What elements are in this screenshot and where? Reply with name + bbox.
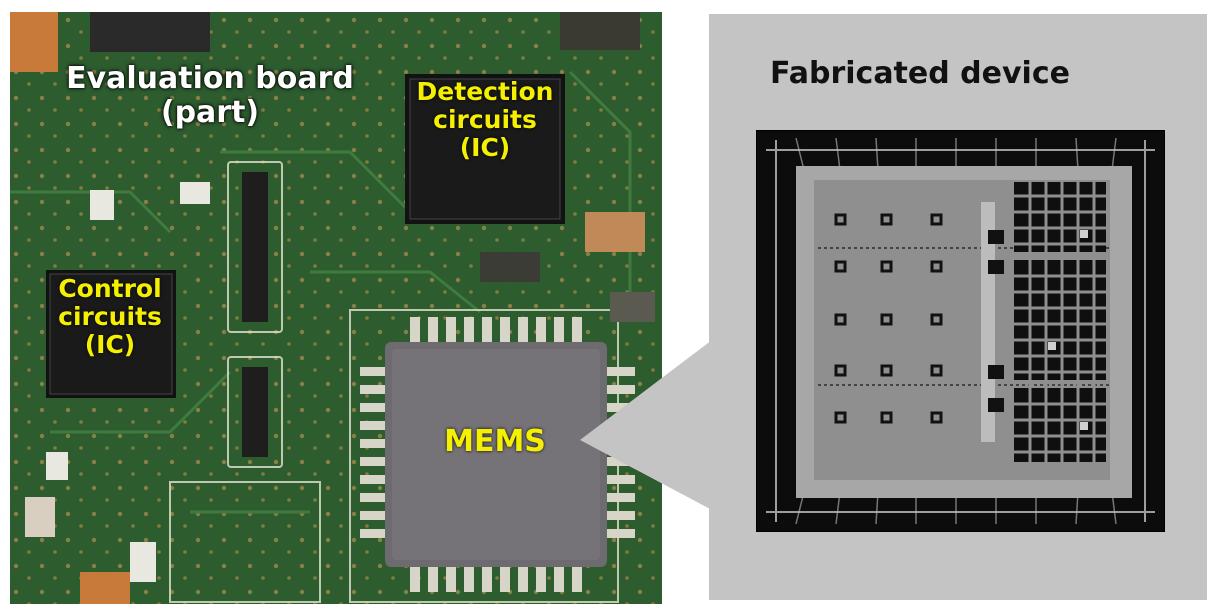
detection-label-line2: circuits (433, 105, 537, 134)
control-ic-label: Control circuits (IC) (40, 275, 180, 359)
fabricated-device-photo (756, 130, 1165, 532)
device-title: Fabricated device (770, 56, 1070, 91)
mems-label: MEMS (410, 425, 580, 459)
pcb-illustration (10, 12, 662, 604)
evaluation-board-photo: Evaluation board (part) Detection circui… (10, 12, 662, 604)
board-label-line1: Evaluation board (66, 61, 354, 96)
detection-label-line3: (IC) (459, 133, 511, 162)
board-label-line2: (part) (160, 94, 260, 130)
control-label-line1: Control (58, 274, 162, 303)
control-label-line3: (IC) (84, 330, 136, 359)
detection-ic-label: Detection circuits (IC) (405, 78, 565, 162)
detection-label-line1: Detection (416, 77, 554, 106)
board-label: Evaluation board (part) (30, 62, 390, 129)
control-label-line2: circuits (58, 302, 162, 331)
mems-label-text: MEMS (444, 424, 546, 459)
